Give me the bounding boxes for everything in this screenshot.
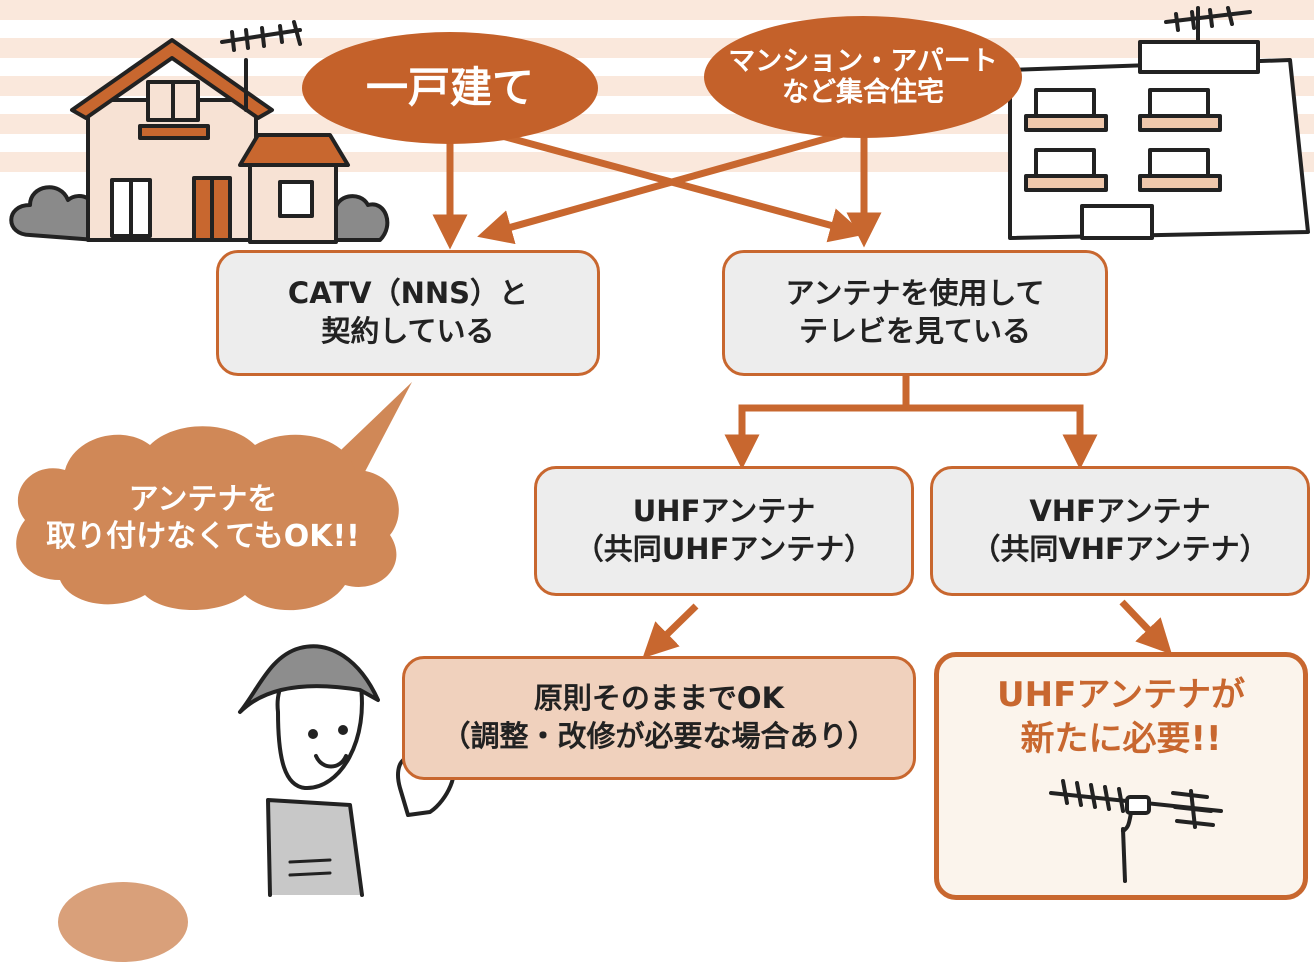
box-uhf-needed: UHFアンテナが 新たに必要!! — [934, 652, 1308, 900]
cloud-message: アンテナを 取り付けなくてもOK!! — [8, 458, 398, 578]
box-vhf-line2: （共同VHFアンテナ） — [971, 532, 1269, 566]
box-uhf-line2: （共同UHFアンテナ） — [574, 532, 874, 566]
oval-house-type: 一戸建て — [302, 32, 598, 144]
speech-cloud — [16, 382, 412, 611]
cloud-line2: 取り付けなくてもOK!! — [46, 519, 360, 554]
oval-apartment-type: マンション・アパート など集合住宅 — [704, 16, 1022, 138]
box-vhf-antenna: VHFアンテナ （共同VHFアンテナ） — [930, 466, 1310, 596]
oval-apartment-line2: など集合住宅 — [782, 77, 944, 108]
tv-antenna-icon — [1049, 779, 1223, 884]
box-needed-line2: 新たに必要!! — [1020, 719, 1222, 760]
box-catv-line2: 契約している — [321, 314, 495, 348]
bg-stripe — [0, 0, 1314, 20]
cloud-line1: アンテナを — [128, 481, 278, 517]
box-catv-contract: CATV（NNS）と 契約している — [216, 250, 600, 376]
box-ok-line1: 原則そのままでOK — [533, 681, 785, 716]
box-antenna-line1: アンテナを使用して — [785, 276, 1045, 311]
box-ok-line2: （調整・改修が必要な場合あり） — [441, 719, 877, 753]
house-illustration — [9, 20, 390, 244]
oval-apartment-line1: マンション・アパート — [728, 45, 998, 77]
box-vhf-line1: VHFアンテナ — [1029, 494, 1211, 529]
apartment-illustration — [1008, 6, 1310, 240]
flow-arrows — [432, 126, 1173, 659]
box-needed-line1: UHFアンテナが — [997, 675, 1245, 715]
box-ok-as-is: 原則そのままでOK （調整・改修が必要な場合あり） — [402, 656, 916, 780]
box-catv-line1: CATV（NNS）と — [287, 276, 529, 311]
box-antenna-line2: テレビを見ている — [798, 314, 1031, 348]
box-uhf-line1: UHFアンテナ — [632, 494, 816, 529]
box-using-antenna: アンテナを使用して テレビを見ている — [722, 250, 1108, 376]
corner-decoration — [58, 882, 188, 962]
box-uhf-antenna: UHFアンテナ （共同UHFアンテナ） — [534, 466, 914, 596]
oval-house-label: 一戸建て — [365, 62, 534, 112]
